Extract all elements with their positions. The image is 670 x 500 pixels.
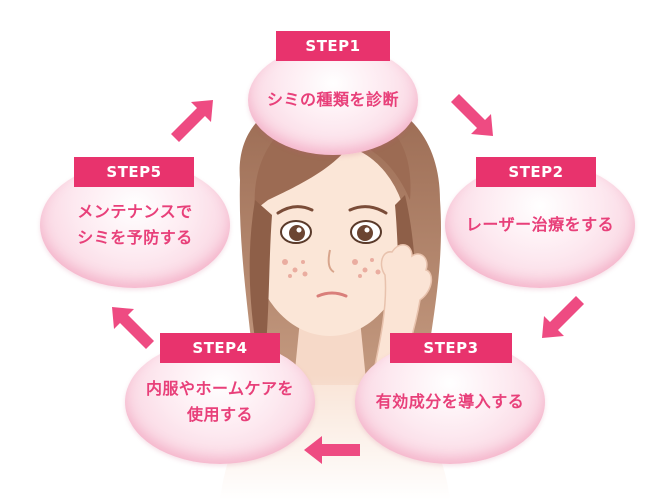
- arrow-right-down-icon: [451, 94, 493, 136]
- step-1-bubble: シミの種類を診断: [248, 45, 418, 155]
- step-5-tag: STEP5: [74, 157, 194, 187]
- arrow-left-down-icon: [542, 296, 584, 338]
- arrow-left-up-icon: [112, 307, 154, 349]
- step-5-text: メンテナンスで シミを予防する: [77, 202, 193, 247]
- step-2-tag: STEP2: [476, 157, 596, 187]
- arrow-left-icon: [304, 436, 360, 464]
- step-1-text: シミの種類を診断: [266, 90, 399, 109]
- arrow-right-up-icon: [171, 100, 213, 142]
- step-4-text: 内服やホームケアを 使用する: [145, 379, 295, 424]
- step-3-tag: STEP3: [390, 333, 512, 363]
- step-4-tag: STEP4: [160, 333, 280, 363]
- step-1-tag: STEP1: [276, 31, 390, 61]
- step-3-text: 有効成分を導入する: [375, 392, 525, 411]
- step-5-bubble: メンテナンスで シミを予防する: [40, 162, 230, 288]
- step-2-text: レーザー治療をする: [465, 215, 615, 234]
